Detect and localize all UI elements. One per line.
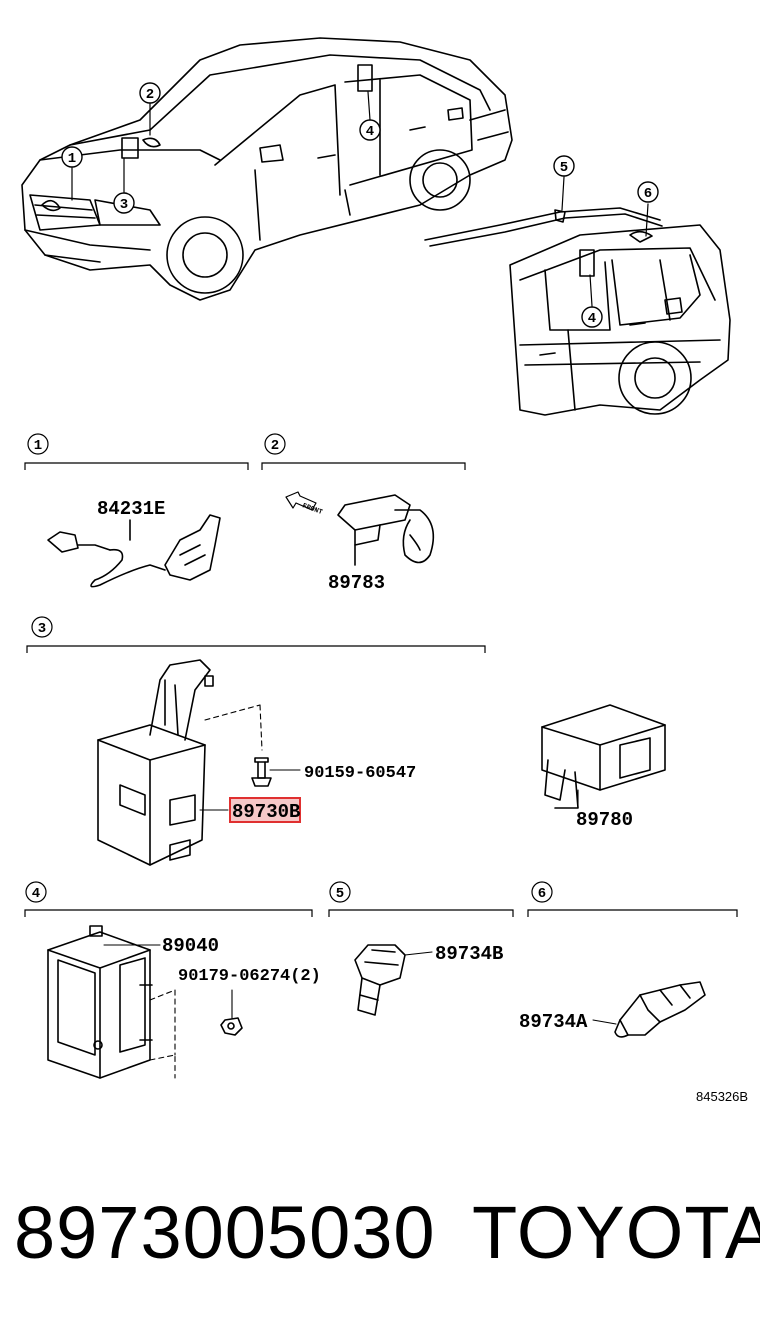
- sedan-illustration: [21, 37, 513, 301]
- section-num-6: 6: [538, 886, 546, 902]
- footer-part-number: 8973005030: [14, 1191, 436, 1274]
- part-label-89734A: 89734A: [519, 1011, 588, 1033]
- part-84231E-drawing: [47, 514, 221, 588]
- front-label: FRONT: [301, 502, 323, 517]
- part-89040-drawing: [47, 925, 243, 1079]
- part-label-89040: 89040: [162, 935, 219, 957]
- part-89780-drawing: [541, 704, 666, 809]
- part-89734A-drawing: [592, 981, 706, 1038]
- highlight-box: [229, 797, 301, 823]
- section-num-4: 4: [32, 886, 40, 902]
- section-num-5: 5: [336, 886, 344, 902]
- nut-label-90179-06274: 90179-06274(2): [178, 967, 321, 986]
- part-89783-drawing: [285, 491, 435, 566]
- part-label-89734B: 89734B: [435, 943, 503, 965]
- footer: 8973005030 TOYOTA: [0, 1180, 760, 1290]
- section-num-1: 1: [34, 438, 42, 454]
- part-label-89783: 89783: [328, 572, 385, 594]
- vehicle-callout-4: 4: [366, 124, 374, 140]
- vehicle-callout-3: 3: [120, 197, 128, 213]
- section-num-3: 3: [38, 621, 46, 637]
- part-label-84231E: 84231E: [97, 498, 165, 520]
- part-89734B-drawing: [354, 944, 433, 1016]
- vehicle-callout-2: 2: [146, 87, 154, 103]
- section-num-2: 2: [271, 438, 279, 454]
- callout-leaders: [71, 91, 649, 307]
- vehicle-callouts: [61, 82, 659, 328]
- part-89730B-drawing: [97, 659, 301, 866]
- vehicle-callout-4b: 4: [588, 311, 596, 327]
- diagram-ref-code: 845326B: [696, 1089, 749, 1104]
- vehicle-callout-1: 1: [68, 151, 76, 167]
- footer-brand: TOYOTA: [472, 1191, 760, 1274]
- part-label-89780: 89780: [576, 809, 633, 831]
- vehicle-callout-5: 5: [560, 160, 568, 176]
- wagon-illustration: [424, 207, 731, 416]
- part-label-89730B: 89730B: [232, 801, 300, 823]
- vehicle-callout-6: 6: [644, 186, 652, 202]
- bolt-label-90159-60547: 90159-60547: [304, 764, 416, 783]
